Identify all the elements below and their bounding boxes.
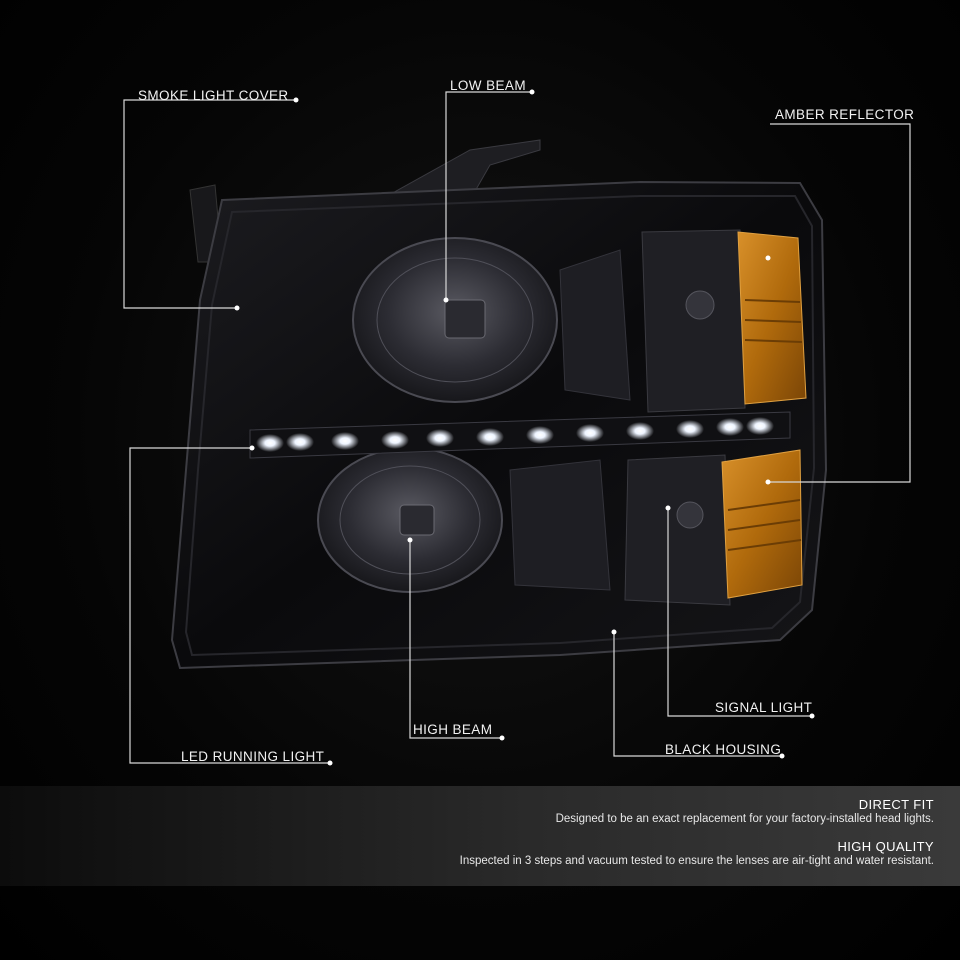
label-high-beam: HIGH BEAM xyxy=(413,722,493,737)
led-dots xyxy=(256,417,774,452)
label-low-beam: LOW BEAM xyxy=(450,78,526,93)
callout-dots xyxy=(234,89,815,766)
callout-lines xyxy=(123,91,911,764)
feature-desc-high-quality: Inspected in 3 steps and vacuum tested t… xyxy=(459,855,934,867)
feature-desc-direct-fit: Designed to be an exact replacement for … xyxy=(555,813,934,825)
amber-reflector-lower xyxy=(721,449,803,599)
amber-reflector-upper xyxy=(737,231,807,405)
feature-title-high-quality: HIGH QUALITY xyxy=(837,839,934,854)
label-black-housing: BLACK HOUSING xyxy=(665,742,782,757)
label-signal-light: SIGNAL LIGHT xyxy=(715,700,813,715)
label-smoke-light-cover: SMOKE LIGHT COVER xyxy=(138,88,289,103)
feature-band: DIRECT FIT Designed to be an exact repla… xyxy=(0,786,960,886)
feature-title-direct-fit: DIRECT FIT xyxy=(858,797,934,812)
label-led-running-light: LED RUNNING LIGHT xyxy=(181,749,325,764)
label-amber-reflector: AMBER REFLECTOR xyxy=(775,107,915,122)
